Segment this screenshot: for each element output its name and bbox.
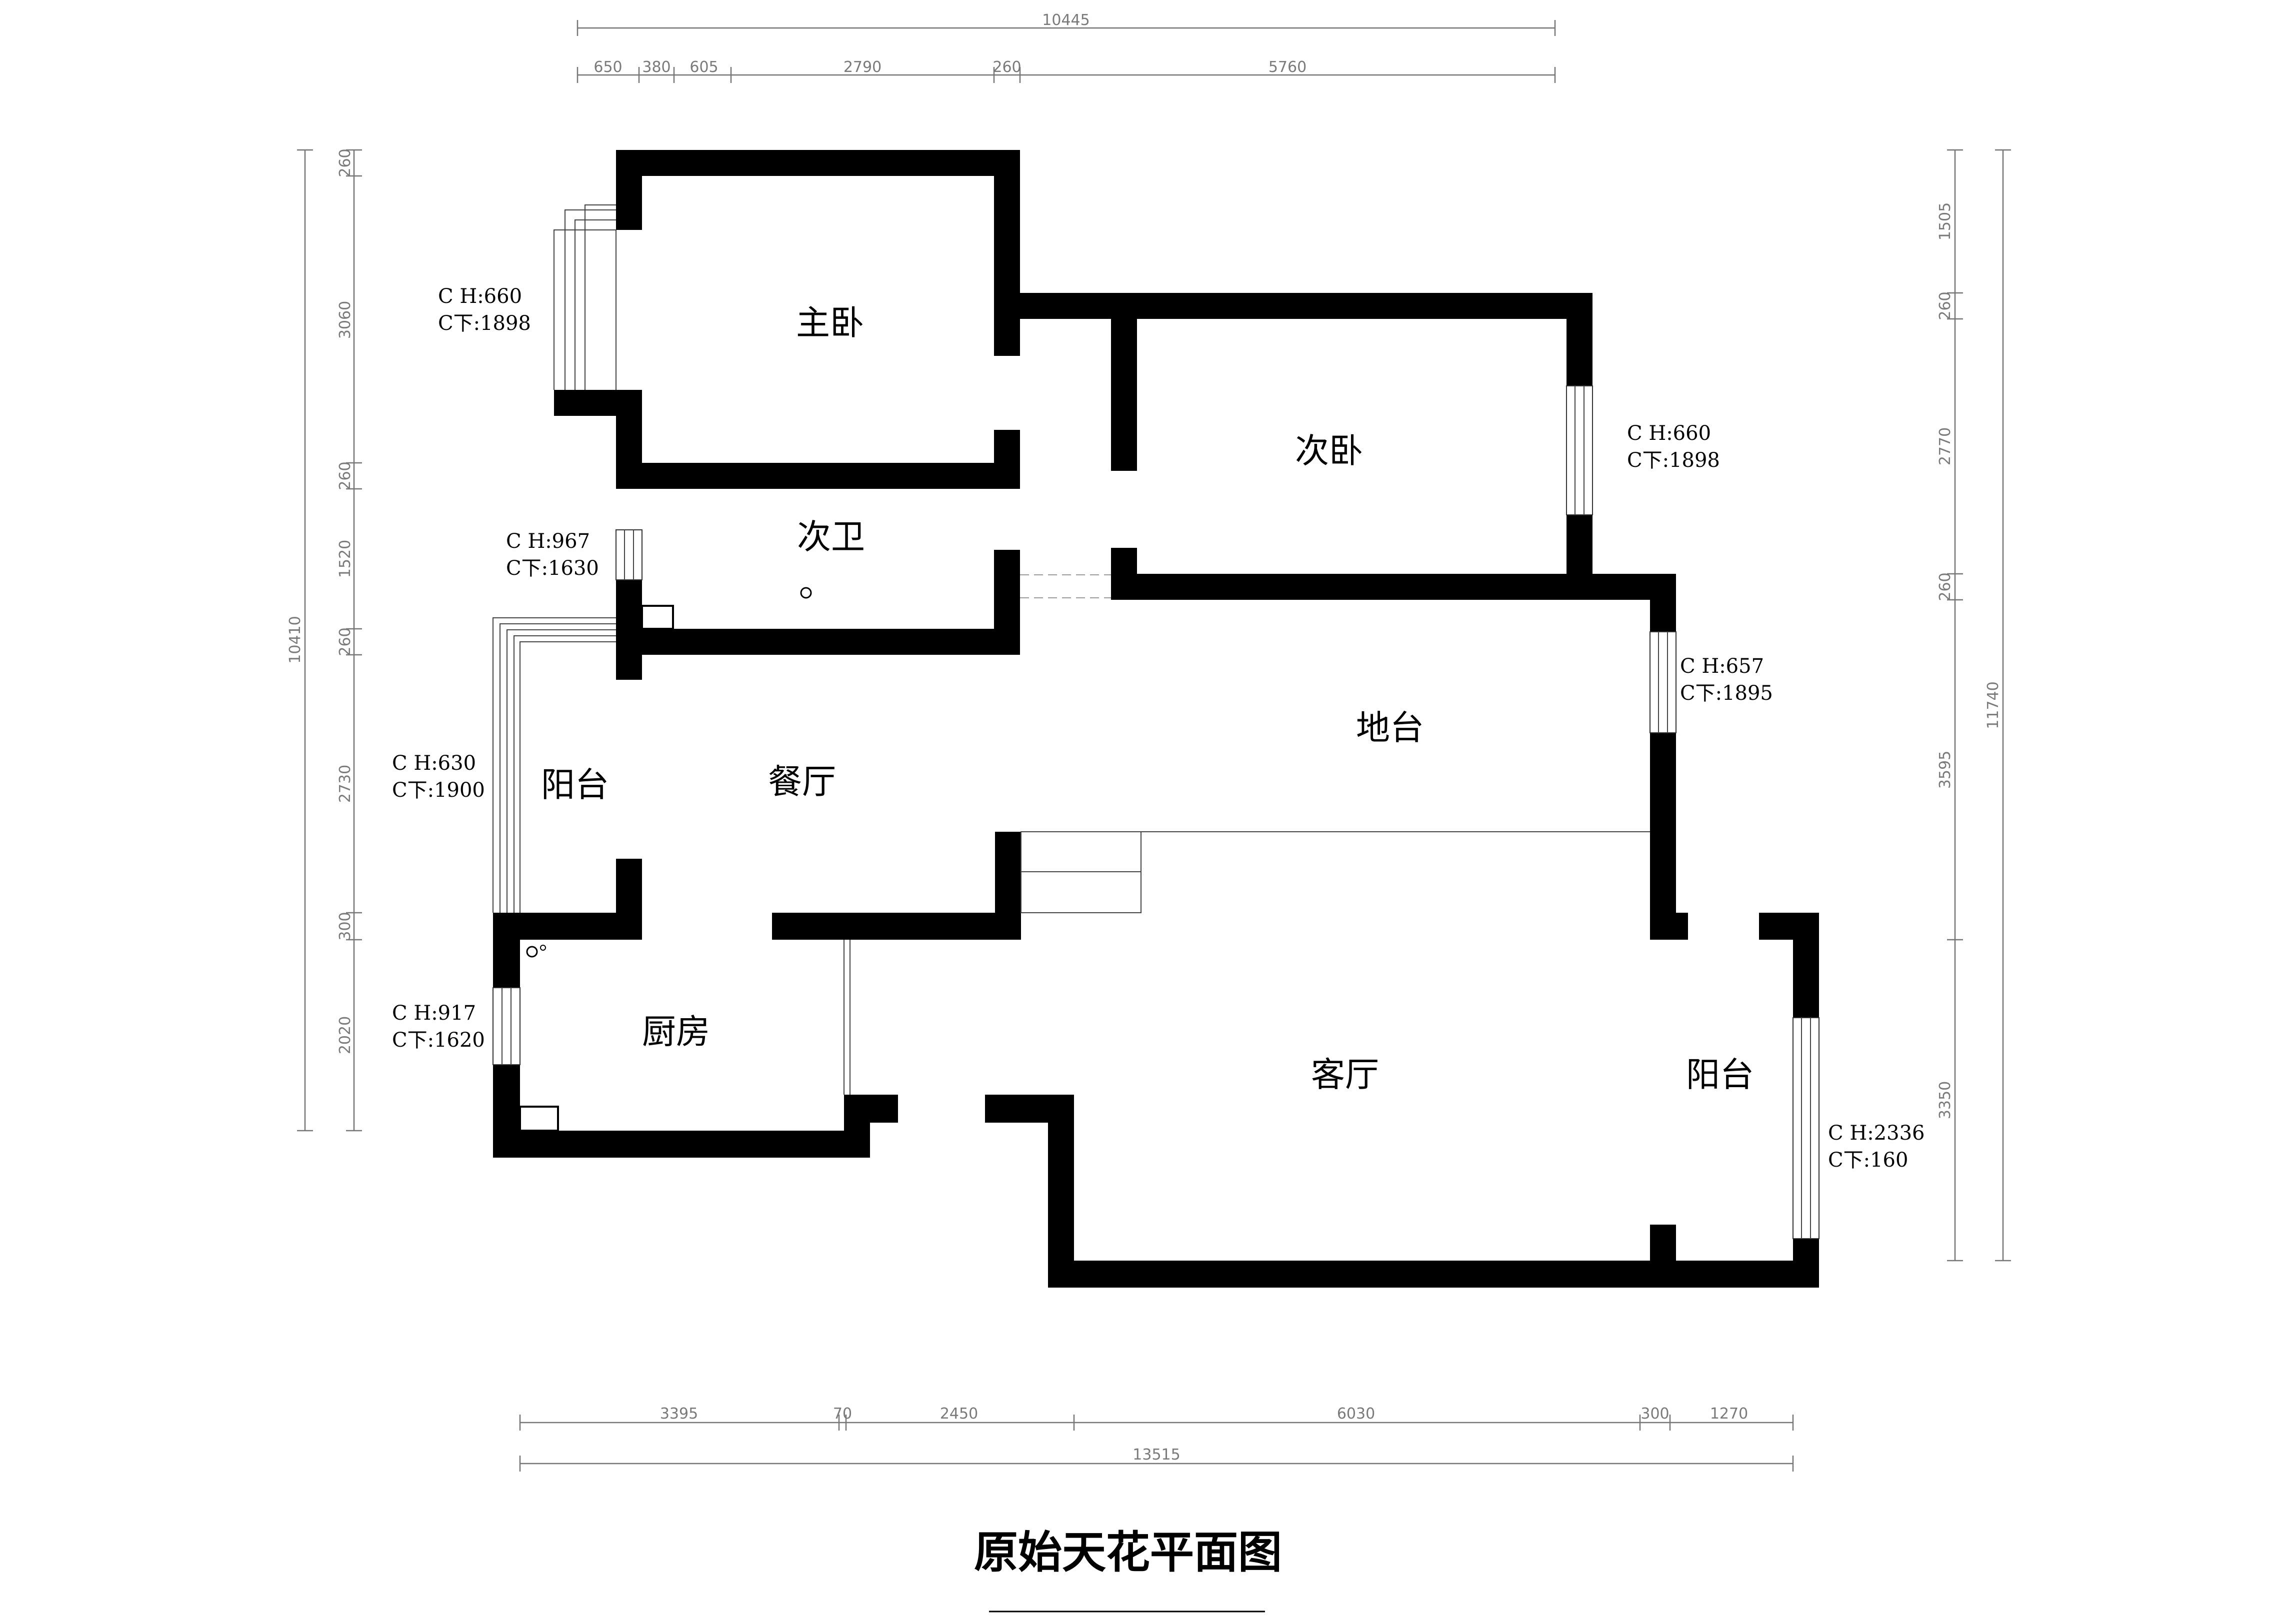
west-balcony-window xyxy=(492,617,616,913)
dim-left-seg-2: 260 xyxy=(336,461,354,490)
dim-right-seg-2: 2770 xyxy=(1936,427,1954,465)
dim-left-total: 10410 xyxy=(286,149,313,1132)
second-bedroom-window xyxy=(1566,385,1593,515)
room-balcony-east: 阳台 xyxy=(1686,1056,1754,1095)
window-label-balcony-west-h: C H:630 xyxy=(392,752,476,775)
window-label-second-sill: C下:1898 xyxy=(1627,449,1720,472)
room-second-bedroom: 次卧 xyxy=(1295,432,1363,471)
dim-right-seg-1: 260 xyxy=(1936,291,1954,320)
dim-right-seg-4: 3595 xyxy=(1936,751,1954,789)
dim-top-segments: 650 380 605 2790 260 5760 xyxy=(576,58,1556,83)
walls xyxy=(493,150,1819,1288)
room-living: 客厅 xyxy=(1311,1056,1379,1095)
dim-right-seg-0: 1505 xyxy=(1936,202,1954,240)
room-landing-area: 地台 xyxy=(1356,709,1424,748)
dim-top-seg-0: 650 xyxy=(594,58,622,76)
room-master-bedroom: 主卧 xyxy=(796,304,864,343)
dim-left-seg-0: 260 xyxy=(336,148,354,177)
windows xyxy=(492,204,1820,1239)
window-label-bath-sill: C下:1630 xyxy=(506,557,599,580)
dim-left-seg-1: 3060 xyxy=(336,301,354,339)
dim-bottom-segments: 3395 70 2450 6030 300 1270 xyxy=(519,1405,1794,1431)
dim-bottom-total: 13515 xyxy=(519,1446,1794,1472)
dim-right-total-label: 11740 xyxy=(1984,681,2002,729)
dim-bottom-seg-1: 70 xyxy=(833,1405,852,1423)
dim-bottom-seg-0: 3395 xyxy=(660,1405,698,1423)
room-labels: 主卧 次卧 次卫 地台 餐厅 阳台 厨房 客厅 阳台 xyxy=(541,304,1754,1095)
window-label-master-sill: C下:1898 xyxy=(438,312,531,335)
window-label-dining-h: C H:657 xyxy=(1680,655,1764,678)
dim-top-total-label: 10445 xyxy=(1042,11,1090,29)
room-second-bathroom: 次卫 xyxy=(797,518,865,557)
dim-left-seg-6: 300 xyxy=(336,912,354,940)
dim-top-total: 10445 xyxy=(576,11,1556,36)
dim-top-seg-1: 380 xyxy=(642,58,670,76)
window-label-kitchen-sill: C下:1620 xyxy=(392,1029,485,1052)
dim-right-total: 11740 xyxy=(1984,149,2011,1262)
room-kitchen: 厨房 xyxy=(642,1013,710,1052)
dim-bottom-seg-4: 300 xyxy=(1640,1405,1669,1423)
dim-bottom-seg-3: 6030 xyxy=(1337,1405,1375,1423)
window-label-dining-sill: C下:1895 xyxy=(1680,682,1773,705)
window-label-bath-h: C H:967 xyxy=(506,530,590,553)
shaft-bathroom-icon xyxy=(641,605,674,630)
window-label-balcony-east-h: C H:2336 xyxy=(1828,1122,1924,1145)
drawing-title: 原始天花平面图 xyxy=(974,1527,1282,1613)
dimensions: 10445 650 380 605 2790 260 5760 xyxy=(286,11,2011,1472)
dim-top-seg-2: 605 xyxy=(690,58,718,76)
kitchen-drain-icon xyxy=(526,946,538,958)
dining-east-window xyxy=(1650,631,1676,733)
window-labels: C H:660 C下:1898 C H:660 C下:1898 C H:967 … xyxy=(392,285,1924,1172)
window-label-second-h: C H:660 xyxy=(1627,422,1711,445)
dim-top-seg-5: 5760 xyxy=(1268,58,1306,76)
kitchen-window xyxy=(492,987,520,1065)
dim-left-total-label: 10410 xyxy=(286,616,304,663)
kitchen-drain-small-icon xyxy=(540,945,546,951)
dim-bottom-total-label: 13515 xyxy=(1132,1446,1180,1464)
page-title: 原始天花平面图 xyxy=(974,1527,1282,1578)
dim-left-seg-3: 1520 xyxy=(336,540,354,578)
window-label-kitchen-h: C H:917 xyxy=(392,1002,476,1025)
dim-right-seg-3: 260 xyxy=(1936,572,1954,601)
window-label-master-h: C H:660 xyxy=(438,285,522,308)
dim-right-seg-5: 3350 xyxy=(1936,1081,1954,1119)
window-label-balcony-east-sill: C下:160 xyxy=(1828,1149,1908,1172)
dim-top-seg-3: 2790 xyxy=(844,58,882,76)
window-label-balcony-west-sill: C下:1900 xyxy=(392,779,485,802)
fixtures xyxy=(519,574,1650,1132)
dim-right-segments: 1505 260 2770 260 3595 3350 xyxy=(1936,149,1963,1262)
floor-drain-icon xyxy=(800,587,812,599)
dim-left-seg-5: 2730 xyxy=(336,765,354,803)
bathroom-window xyxy=(616,529,642,580)
east-balcony-window xyxy=(1792,1017,1820,1239)
room-balcony-west: 阳台 xyxy=(541,766,609,805)
room-dining: 餐厅 xyxy=(768,763,836,802)
master-bedroom-window xyxy=(554,204,616,390)
dim-bottom-seg-2: 2450 xyxy=(940,1405,978,1423)
dim-left-segments: 260 3060 260 1520 260 2730 300 2020 xyxy=(336,148,362,1132)
dim-left-seg-4: 260 xyxy=(336,627,354,656)
dim-bottom-seg-5: 1270 xyxy=(1710,1405,1748,1423)
shaft-kitchen-icon xyxy=(519,1106,559,1132)
dim-top-seg-4: 260 xyxy=(992,58,1021,76)
dim-left-seg-7: 2020 xyxy=(336,1016,354,1054)
